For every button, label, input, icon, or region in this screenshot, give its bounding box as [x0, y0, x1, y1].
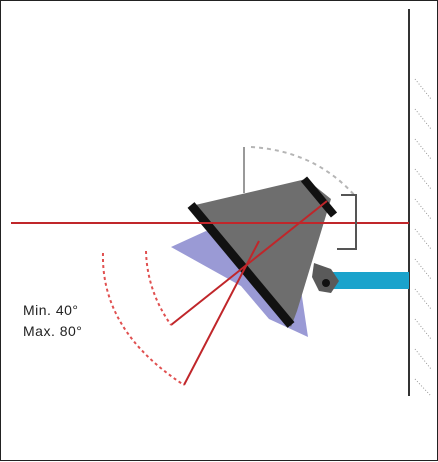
angle-arc-max	[101, 252, 185, 386]
max-angle-label: Max. 80°	[23, 323, 83, 339]
wall-hatching	[414, 78, 432, 397]
mount-bar-small	[300, 176, 338, 218]
arm-joint	[312, 263, 339, 293]
depth-bracket	[337, 194, 357, 250]
tilt-line-max	[183, 240, 260, 386]
angle-arc-min	[145, 250, 172, 326]
joint-pivot	[322, 279, 330, 287]
min-angle-label: Min. 40°	[23, 302, 79, 318]
tilt-line-min	[170, 200, 328, 326]
wall-arm	[327, 272, 409, 289]
guide-dashed-arc	[250, 146, 357, 198]
mount-bar-main	[187, 202, 295, 328]
